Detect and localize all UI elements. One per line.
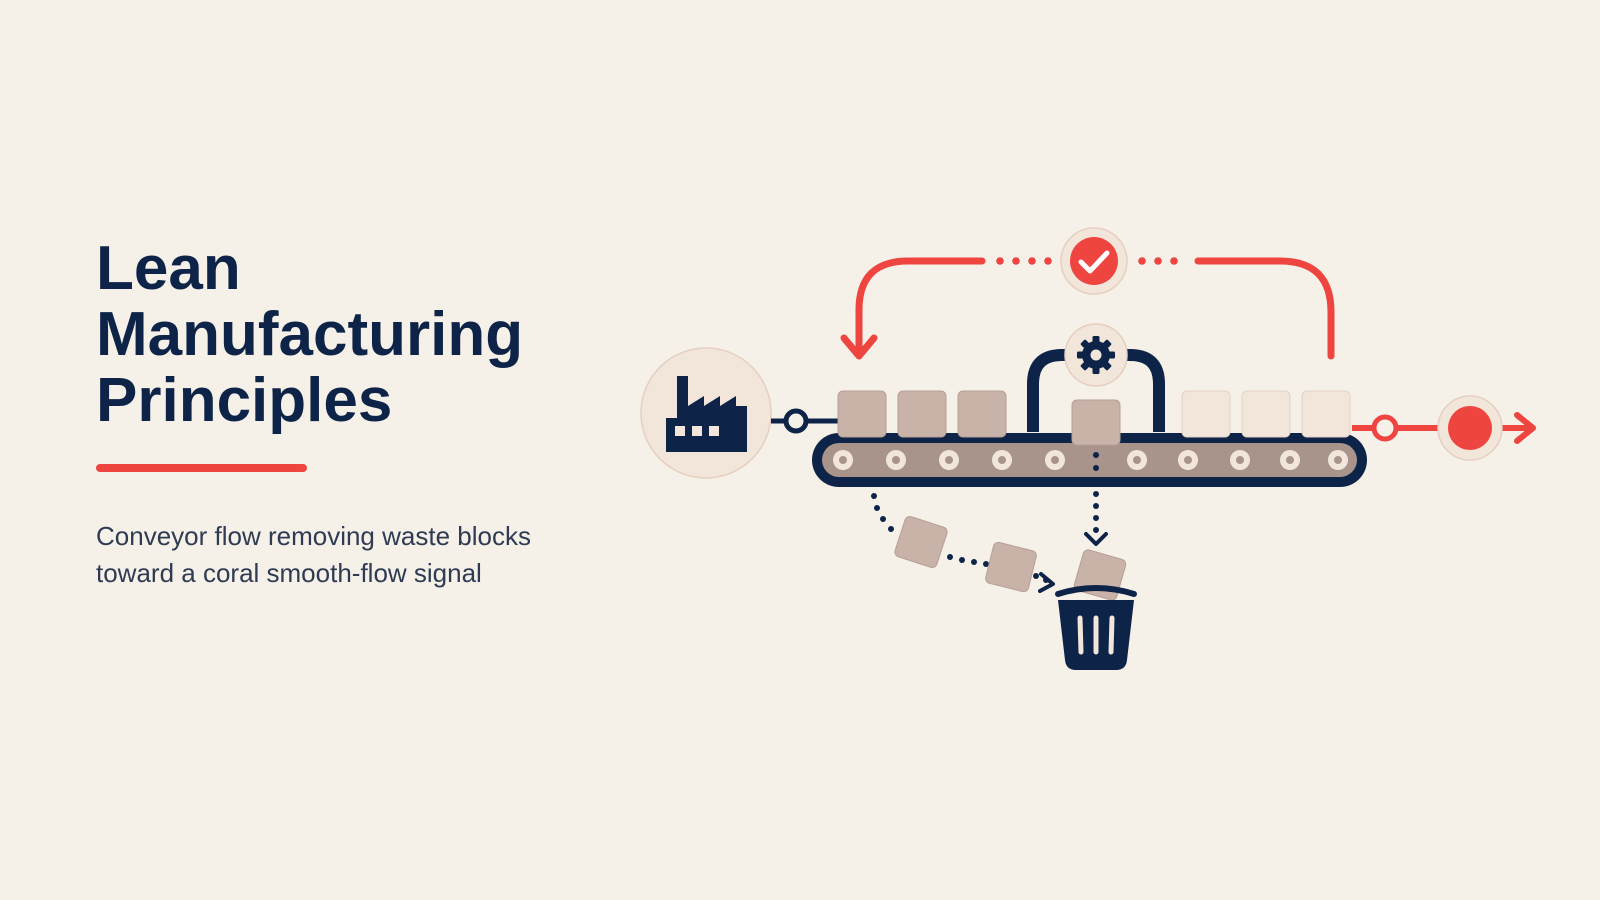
title-line-2: Manufacturing xyxy=(96,300,524,369)
title-accent-rule xyxy=(96,464,307,472)
conveyor-rollers xyxy=(833,450,1348,470)
factory-icon xyxy=(640,347,772,479)
gear-icon xyxy=(1064,323,1128,387)
subtitle-line-1: Conveyor flow removing waste blocks xyxy=(96,521,531,551)
output-flow xyxy=(1352,412,1536,444)
title-line-3: Principles xyxy=(96,366,393,435)
clean-blocks xyxy=(1181,390,1351,438)
flow-signal-icon xyxy=(1437,395,1503,461)
slide-title: Lean Manufacturing Principles xyxy=(96,236,596,434)
subtitle-line-2: toward a coral smooth-flow signal xyxy=(96,558,482,588)
check-icon xyxy=(1060,227,1128,295)
feedback-loop xyxy=(840,257,1335,360)
title-line-1: Lean xyxy=(96,234,241,303)
trash-icon xyxy=(1055,585,1137,670)
conveyor-belt xyxy=(812,433,1367,487)
waste-fall-path xyxy=(871,493,1049,583)
slide-subtitle: Conveyor flow removing waste blocks towa… xyxy=(96,518,616,592)
input-connector xyxy=(771,408,842,434)
waste-drop-path xyxy=(1093,452,1099,533)
waste-blocks xyxy=(837,390,1007,438)
inspected-block xyxy=(1071,399,1121,446)
